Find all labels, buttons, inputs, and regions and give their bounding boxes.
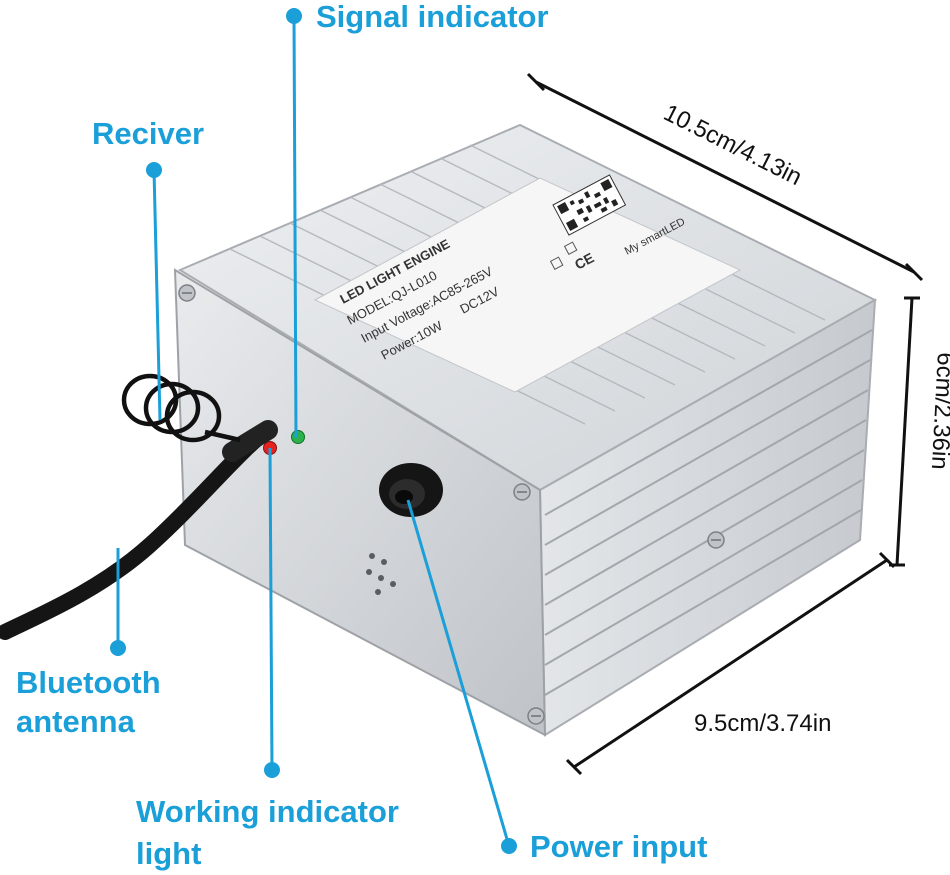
callout-power-input: Power input <box>530 829 707 864</box>
screw-icon <box>707 531 725 549</box>
speaker-grille <box>366 553 396 595</box>
housing-front-plate <box>173 268 547 737</box>
signal-leader <box>292 15 298 439</box>
qr-code-icon <box>552 174 627 236</box>
receiver-coil <box>121 373 241 443</box>
power-leader <box>406 499 511 847</box>
callout-working-line1: Working indicator <box>136 794 399 829</box>
dimension-width <box>565 551 896 776</box>
callout-signal-indicator: Signal indicator <box>316 0 549 34</box>
callout-working-line2: light <box>136 836 201 871</box>
screw-icon <box>513 483 531 501</box>
dimension-height <box>889 296 920 567</box>
green-led-indicator <box>291 430 305 444</box>
dimension-length-label: 10.5cm/4.13in <box>659 99 806 191</box>
working-leader <box>268 447 274 771</box>
screw-icon <box>527 707 545 725</box>
bluetooth-antenna-cable <box>0 420 278 640</box>
power-input-port <box>379 463 443 517</box>
housing-side-fins <box>544 329 873 696</box>
callout-leaders <box>110 8 517 854</box>
receiver-leader <box>152 169 162 421</box>
callout-receiver: Reciver <box>92 116 204 151</box>
callout-bluetooth-line1: Bluetooth <box>16 665 161 700</box>
screw-icon <box>178 284 196 302</box>
callout-bluetooth-line2: antenna <box>16 704 136 739</box>
dimension-length <box>526 72 924 282</box>
dimension-width-label: 9.5cm/3.74in <box>694 710 831 737</box>
dimension-height-label: 6cm/2.36in <box>926 352 950 471</box>
